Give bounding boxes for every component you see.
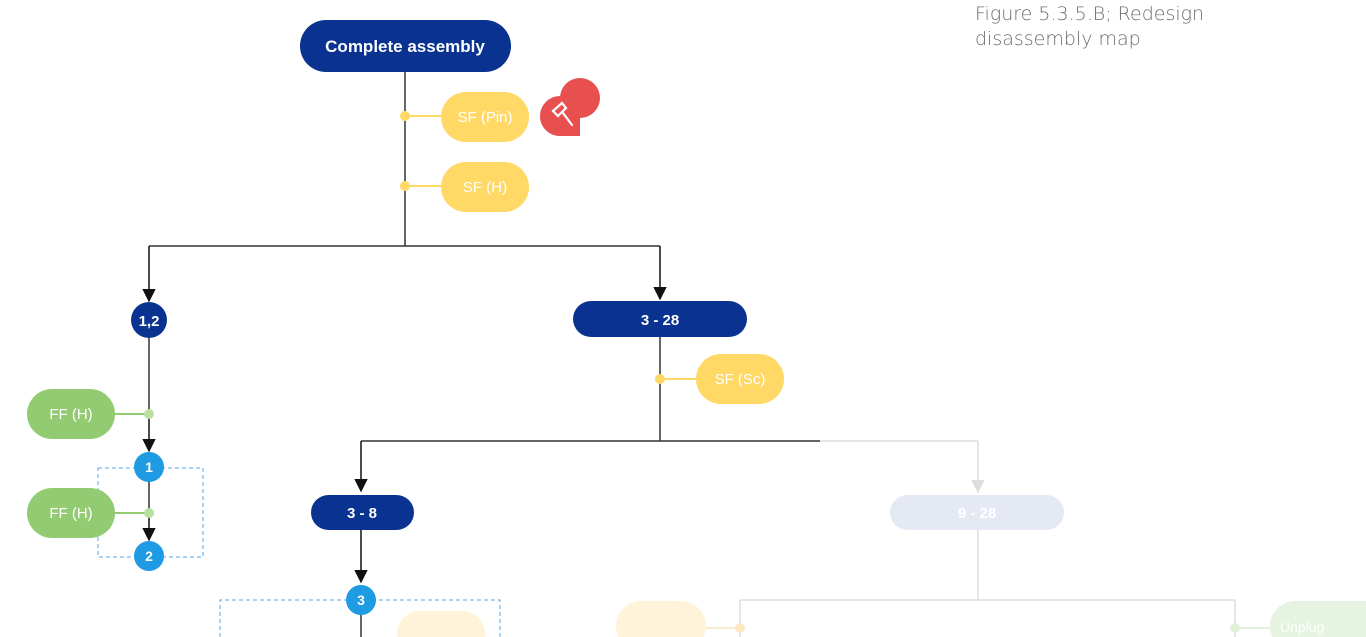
node-ff-h-1: FF (H) [27, 389, 115, 439]
node-sf-pin-label: SF (Pin) [457, 109, 512, 126]
node-3: 3 [346, 585, 376, 615]
node-sf-h: SF (H) [441, 162, 529, 212]
node-2-label: 2 [145, 548, 153, 564]
node-3-label: 3 [357, 592, 365, 608]
faded-sf-node-2 [397, 611, 485, 637]
node-9-28 [890, 495, 1064, 530]
node-ff-h-2: FF (H) [27, 488, 115, 538]
node-complete-assembly: Complete assembly [300, 20, 511, 72]
node-unplug [1270, 601, 1366, 637]
node-3-8-label: 3 - 8 [347, 505, 377, 522]
faded-branch: 9 - 28 Unplug [397, 440, 1366, 637]
node-sf-sc: SF (Sc) [696, 354, 784, 404]
node-1: 1 [134, 452, 164, 482]
hammer-icon [540, 78, 600, 136]
node-ff-h-2-label: FF (H) [49, 505, 92, 522]
node-9-28-label: 9 - 28 [958, 505, 996, 522]
node-3-8: 3 - 8 [311, 495, 414, 530]
faded-sf-node [616, 601, 706, 637]
connectors [112, 70, 820, 637]
caption-line-1: Figure 5.3.5.B; Redesign [975, 3, 1205, 25]
node-sf-pin: SF (Pin) [441, 92, 529, 142]
node-3-28-label: 3 - 28 [641, 312, 679, 329]
node-unplug-label: Unplug [1280, 619, 1324, 635]
caption-line-2: disassembly map [975, 28, 1141, 50]
node-3-28: 3 - 28 [573, 301, 747, 337]
figure-caption: Figure 5.3.5.B; Redesign disassembly map [975, 2, 1355, 52]
node-ff-h-1-label: FF (H) [49, 406, 92, 423]
node-1-2: 1,2 [131, 302, 167, 338]
node-sf-h-label: SF (H) [463, 179, 507, 196]
node-sf-sc-label: SF (Sc) [715, 371, 766, 388]
node-1-2-label: 1,2 [139, 313, 160, 330]
node-complete-assembly-label: Complete assembly [325, 37, 485, 56]
node-2: 2 [134, 541, 164, 571]
node-1-label: 1 [145, 459, 153, 475]
